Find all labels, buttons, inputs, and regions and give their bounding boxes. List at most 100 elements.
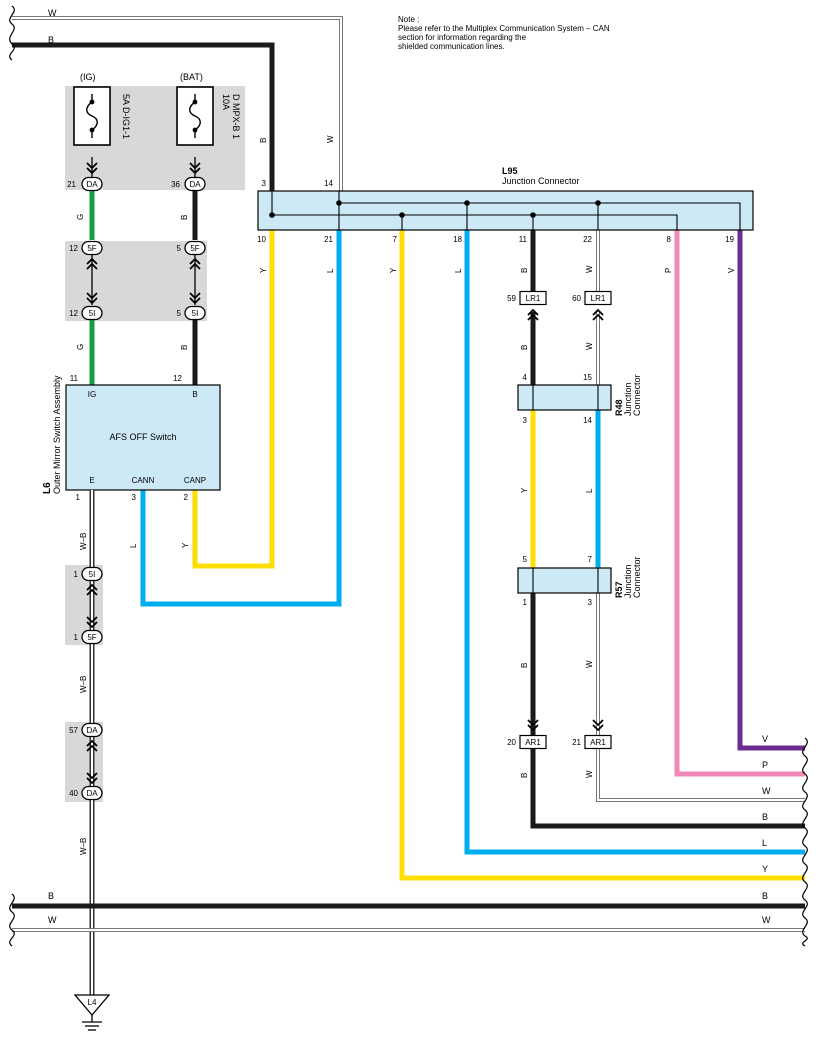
pin-5f-ig: 12 bbox=[69, 244, 78, 253]
junction-connector-l95 bbox=[257, 190, 754, 231]
pin-l95-19: 19 bbox=[725, 235, 734, 244]
afs-off-switch bbox=[65, 384, 221, 491]
pin-l95-top-w: 14 bbox=[324, 179, 333, 188]
label-r48-y: Y bbox=[520, 487, 529, 493]
switch-pin-ig: IG bbox=[88, 390, 96, 399]
pin-ar1-b: 20 bbox=[507, 738, 516, 747]
switch-assembly-name: Outer Mirror Switch Assembly bbox=[52, 375, 62, 494]
note-line-1: Note : bbox=[398, 15, 419, 24]
label-wb-1: W–B bbox=[79, 533, 88, 550]
top-b-wire bbox=[12, 42, 275, 192]
exit-label-y: Y bbox=[762, 864, 768, 874]
bottom-b-label-left: B bbox=[48, 891, 54, 901]
r57-name2: Connector bbox=[632, 556, 642, 598]
connector-lr1-b-label: LR1 bbox=[526, 294, 541, 303]
pin-lr1-b: 59 bbox=[507, 294, 516, 303]
connector-ar1-b-label: AR1 bbox=[525, 738, 541, 747]
connector-5f-ig-label: 5F bbox=[87, 244, 96, 253]
label-g-1: G bbox=[76, 214, 85, 220]
fuse-bat-name-1: 10A bbox=[221, 94, 231, 110]
pin-r48-15: 15 bbox=[583, 373, 592, 382]
top-break-mark bbox=[9, 5, 15, 61]
pin-r57-5: 5 bbox=[523, 555, 528, 564]
label-lr1-b: B bbox=[520, 345, 529, 350]
switch-pin-cann: CANN bbox=[132, 476, 155, 485]
switch-pin-b: B bbox=[192, 390, 197, 399]
connector-5f-ground-label: 5F bbox=[87, 633, 96, 642]
label-b-1: B bbox=[180, 215, 189, 220]
pin-r57-3: 3 bbox=[588, 598, 593, 607]
bottom-b-label-right: B bbox=[762, 891, 768, 901]
connector-da-bat-label: DA bbox=[189, 180, 201, 189]
top-b-label: B bbox=[48, 35, 54, 45]
label-l95-10-y: Y bbox=[259, 267, 268, 273]
note-line-2: Please refer to the Multiplex Communicat… bbox=[398, 24, 610, 33]
r48-code: R48 bbox=[614, 399, 624, 416]
pin-da-bat: 36 bbox=[171, 180, 180, 189]
label-ar1-w: W bbox=[585, 770, 594, 778]
exit-label-l: L bbox=[762, 838, 767, 848]
l95-name: Junction Connector bbox=[502, 176, 580, 186]
connector-5f-bat-label: 5F bbox=[190, 244, 199, 253]
exit-label-p: P bbox=[762, 760, 768, 770]
exit-label-b: B bbox=[762, 812, 768, 822]
switch-pin-e: E bbox=[89, 476, 94, 485]
pin-r48-4: 4 bbox=[523, 373, 528, 382]
label-wb-3: W–B bbox=[79, 838, 88, 855]
pin-r48-3: 3 bbox=[523, 416, 528, 425]
label-ar1-b: B bbox=[520, 773, 529, 778]
r57-code: R57 bbox=[614, 581, 624, 598]
fuse-bat-icon bbox=[176, 86, 214, 146]
label-top-w-vert: W bbox=[326, 135, 335, 143]
wire-l95-7-y bbox=[399, 230, 805, 881]
connector-lr1-w-label: LR1 bbox=[591, 294, 606, 303]
fuse-ig-name: 5A D-IG1-1 bbox=[121, 94, 131, 139]
pin-sw-canp: 2 bbox=[184, 493, 189, 502]
note-line-4: shielded communication lines. bbox=[398, 42, 505, 51]
connector-da-ground-1-label: DA bbox=[86, 726, 98, 735]
wire-canp-y bbox=[192, 230, 275, 569]
pin-l95-7: 7 bbox=[393, 235, 398, 244]
label-cann-l: L bbox=[129, 543, 138, 548]
connector-da-ig-label: DA bbox=[86, 180, 98, 189]
pin-da-ig: 21 bbox=[67, 180, 76, 189]
pin-5f-ground: 1 bbox=[74, 633, 79, 642]
wire-cann-l bbox=[140, 230, 342, 607]
top-w-label: W bbox=[48, 8, 57, 18]
connector-da-ground-2-label: DA bbox=[86, 789, 98, 798]
pin-lr1-w: 60 bbox=[572, 294, 581, 303]
connector-5i-ig-label: 5I bbox=[89, 309, 96, 318]
label-l95-7-y: Y bbox=[389, 267, 398, 273]
r48-name2: Connector bbox=[632, 374, 642, 416]
wire-ar1-b-exit bbox=[530, 749, 805, 829]
bottom-w-label-left: W bbox=[48, 915, 57, 925]
pin-5i-ground: 1 bbox=[74, 570, 79, 579]
pin-ar1-w: 21 bbox=[572, 738, 581, 747]
label-l95-21-l: L bbox=[326, 268, 335, 273]
pin-l95-top-b: 3 bbox=[262, 179, 267, 188]
label-g-2: G bbox=[76, 344, 85, 350]
pin-sw-ig: 11 bbox=[70, 374, 79, 383]
switch-code: L6 bbox=[42, 482, 53, 494]
pin-l95-18: 18 bbox=[453, 235, 462, 244]
l95-code: L95 bbox=[502, 166, 518, 176]
pin-r57-1: 1 bbox=[523, 598, 528, 607]
connector-ar1-w-label: AR1 bbox=[590, 738, 606, 747]
connector-5i-ground-label: 5I bbox=[89, 570, 96, 579]
pin-5f-bat: 5 bbox=[177, 244, 182, 253]
pin-l95-10: 10 bbox=[257, 235, 266, 244]
pin-da-ground-1: 57 bbox=[69, 726, 78, 735]
fuse-bat-source: (BAT) bbox=[180, 72, 203, 82]
label-wb-2: W–B bbox=[79, 676, 88, 693]
wire-l95-19-v bbox=[737, 230, 805, 751]
label-canp-y: Y bbox=[181, 542, 190, 548]
pin-5i-bat: 5 bbox=[177, 309, 182, 318]
exit-label-v: V bbox=[762, 734, 768, 744]
top-w-wire bbox=[12, 16, 343, 192]
label-l95-22-w: W bbox=[585, 265, 594, 273]
label-l95-18-l: L bbox=[454, 268, 463, 273]
label-r57-b: B bbox=[520, 663, 529, 668]
label-b-2: B bbox=[180, 345, 189, 350]
pin-l95-8: 8 bbox=[667, 235, 672, 244]
label-l95-19-v: V bbox=[727, 267, 736, 273]
